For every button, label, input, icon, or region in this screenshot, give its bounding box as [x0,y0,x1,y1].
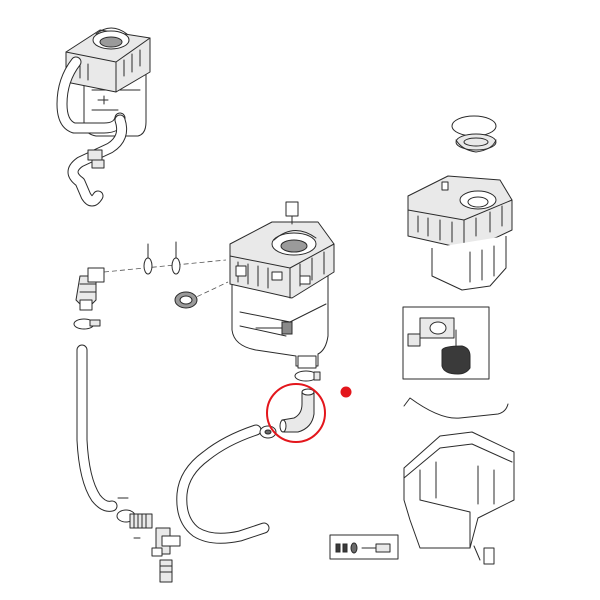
tank-lower-housing[interactable] [403,397,515,565]
long-hose-left[interactable] [76,344,118,512]
elbow-fitting-left[interactable] [75,267,105,311]
level-sensor-detail[interactable] [402,306,490,380]
level-sensor [407,317,471,375]
highlight-ring [266,383,326,443]
overview-reservoir-body [65,29,151,137]
highlight-dot-indicator [340,386,352,398]
hose-end-connector[interactable] [159,559,173,583]
o-ring-seal-2[interactable] [171,241,181,275]
threaded-connector[interactable] [129,513,153,539]
grommet-ring[interactable] [174,291,198,309]
kit-parts [335,542,391,554]
overview-connectors [87,95,109,169]
hose-clamp-left[interactable] [73,318,101,330]
exploded-leader-lines [103,259,229,301]
hose-clamp-upper[interactable] [294,370,321,382]
main-hose[interactable] [176,424,270,544]
main-reservoir-lower-body [231,269,329,369]
hinged-cap-lid [451,115,497,153]
repair-kit-box[interactable] [329,534,399,560]
tank-upper-body [407,175,513,251]
overview-hose [56,56,128,207]
main-reservoir[interactable] [229,201,335,369]
t-junction-fitting[interactable] [151,527,181,557]
level-sensor-plug [255,321,293,335]
o-ring-seal-1[interactable] [143,243,153,275]
tank-cap-open-view[interactable] [407,115,513,291]
highlighted-elbow-hose[interactable] [279,388,315,433]
overview-filler-cap [92,27,130,50]
overview-tank-assembly[interactable] [56,27,151,207]
main-reservoir-filler-cap [271,201,317,256]
tank-lower-body [431,236,507,291]
